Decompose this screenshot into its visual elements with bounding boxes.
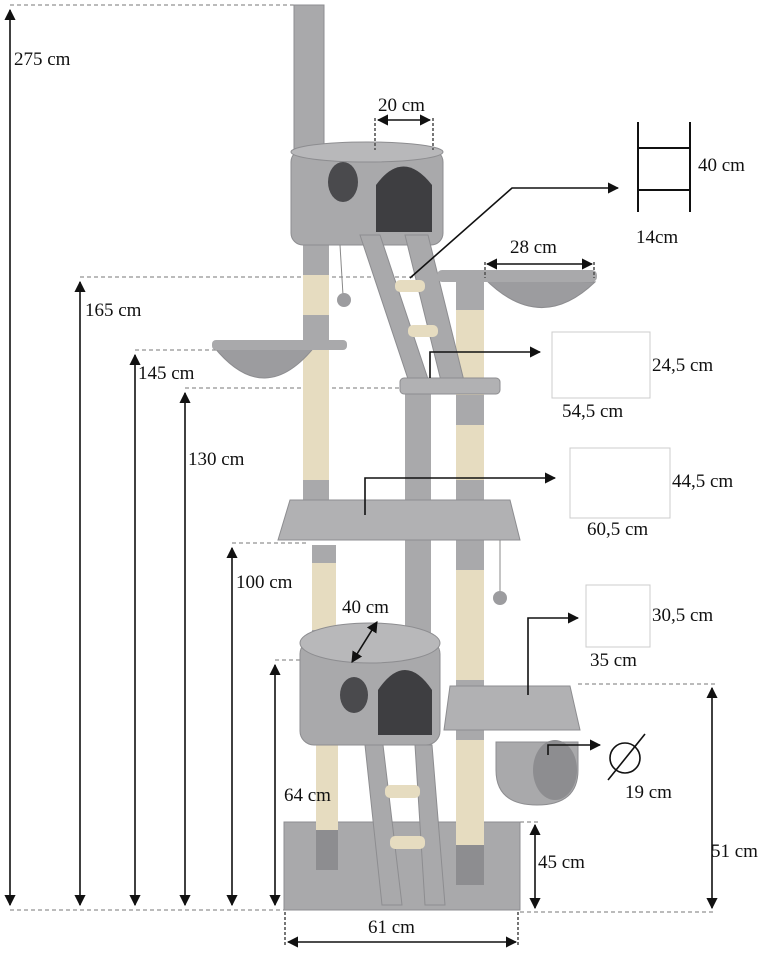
- platform-mid-detail: [569, 447, 671, 519]
- top-pole: [293, 4, 325, 156]
- mid-platform: [277, 499, 521, 541]
- post-upper-left: [303, 240, 329, 520]
- label-platform-side-height: 30,5 cm: [652, 605, 714, 626]
- label-height-51: 51 cm: [711, 841, 758, 862]
- ladder-detail: [637, 122, 691, 212]
- tunnel: [495, 740, 579, 806]
- width-arrows: [284, 114, 595, 948]
- label-height-165: 165 cm: [85, 300, 142, 321]
- label-width-top-hammock: 28 cm: [510, 237, 557, 258]
- label-platform-small-width: 54,5 cm: [562, 401, 624, 422]
- label-platform-mid-height: 44,5 cm: [672, 471, 734, 492]
- label-width-top-opening: 20 cm: [378, 95, 425, 116]
- reference-lines: [10, 4, 715, 913]
- cat-tree-illustration: [212, 4, 597, 911]
- label-platform-side-width: 35 cm: [590, 650, 637, 671]
- left-hammock: [212, 344, 318, 379]
- label-height-100: 100 cm: [236, 572, 293, 593]
- toy-ball-top: [337, 293, 351, 307]
- side-platform: [443, 685, 581, 731]
- pointer-arrows: [364, 182, 620, 755]
- diameter-detail: [607, 733, 646, 781]
- label-tunnel-diameter: 19 cm: [625, 782, 672, 803]
- platform-small-detail: [551, 331, 651, 399]
- small-platform: [399, 377, 501, 395]
- label-ladder-height: 40 cm: [698, 155, 745, 176]
- top-hammock: [482, 277, 597, 308]
- platform-side-detail: [585, 584, 651, 648]
- label-width-lower-house: 40 cm: [342, 597, 389, 618]
- label-platform-mid-width: 60,5 cm: [587, 519, 649, 540]
- label-ladder-width: 14cm: [636, 227, 679, 248]
- lower-ladder: [364, 744, 403, 906]
- label-height-145: 145 cm: [138, 363, 195, 384]
- toy-ball-mid: [493, 591, 507, 605]
- label-platform-small-height: 24,5 cm: [652, 355, 714, 376]
- label-height-total: 275 cm: [14, 49, 71, 70]
- height-arrows: [4, 8, 718, 910]
- label-height-45: 45 cm: [538, 852, 585, 873]
- label-width-base: 61 cm: [368, 917, 415, 938]
- label-height-130: 130 cm: [188, 449, 245, 470]
- label-height-64: 64 cm: [284, 785, 331, 806]
